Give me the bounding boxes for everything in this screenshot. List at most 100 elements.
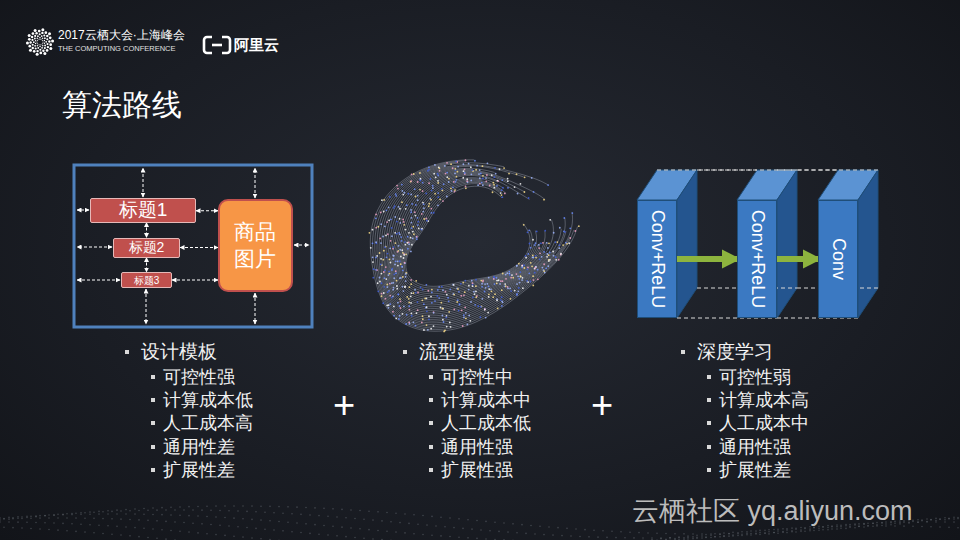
manifold-dot [388, 219, 390, 221]
manifold-dot [404, 244, 406, 246]
wave-dot [642, 537, 644, 539]
wave-dot [102, 511, 104, 513]
manifold-dot [501, 305, 503, 307]
manifold-dot [482, 165, 484, 167]
wave-dot [773, 532, 775, 534]
manifold-dot [468, 163, 470, 165]
manifold-dot [396, 280, 398, 282]
wave-dot [368, 529, 370, 531]
wave-dot [494, 521, 496, 523]
manifold-dot [453, 181, 455, 183]
wave-dot [813, 527, 815, 529]
method-property: 人工成本中 [719, 414, 809, 432]
manifold-dot [558, 244, 560, 246]
manifold-dot [527, 281, 529, 283]
wave-dot [98, 513, 100, 515]
manifold-dot [419, 172, 421, 174]
manifold-dot [410, 296, 412, 298]
manifold-dot [409, 323, 411, 325]
manifold-dot [392, 255, 394, 257]
manifold-dot [428, 182, 430, 184]
manifold-dot [410, 251, 412, 253]
manifold-dot [426, 310, 428, 312]
manifold-dot [469, 320, 471, 322]
manifold-dot [464, 172, 466, 174]
manifold-dot [447, 297, 449, 299]
logo-dot [36, 53, 39, 56]
manifold-dot [431, 302, 433, 304]
manifold-dot [487, 312, 489, 314]
manifold-dot [402, 290, 404, 292]
manifold-dot [418, 228, 420, 230]
wave-dot [341, 526, 343, 528]
manifold-dot [485, 177, 487, 179]
wave-dot [125, 526, 127, 528]
wave-dot [210, 510, 212, 512]
manifold-dot [485, 181, 487, 183]
manifold-dot [501, 179, 503, 181]
wave-dot [39, 528, 41, 530]
wave-dot [489, 530, 491, 532]
wave-dot [35, 516, 37, 518]
wave-dot [269, 520, 271, 522]
manifold-dot [432, 185, 434, 187]
manifold-dot [491, 174, 493, 176]
manifold-dot [543, 251, 545, 253]
method-property: 计算成本中 [441, 391, 531, 409]
manifold-dot [494, 167, 496, 169]
manifold-dot [383, 211, 385, 213]
manifold-dot [406, 296, 408, 298]
manifold-dot [453, 309, 455, 311]
manifold-dot [463, 317, 465, 319]
spacing-arrow [146, 223, 147, 238]
wave-dot [242, 505, 244, 507]
wave-dot [552, 534, 554, 536]
logo-dot [26, 42, 29, 45]
manifold-dot [538, 244, 540, 246]
logo-dot [43, 34, 45, 36]
manifold-dot [393, 287, 395, 289]
manifold-dot [388, 207, 390, 209]
logo-dot [37, 35, 39, 37]
logo-dot [44, 45, 46, 47]
manifold-dot [475, 285, 477, 287]
wave-dot [215, 534, 217, 536]
logo-dot [33, 41, 35, 43]
wave-dot [755, 530, 757, 532]
wave-dot [705, 536, 707, 538]
manifold-dot [508, 173, 510, 175]
manifold-dot [529, 243, 531, 245]
manifold-dot [375, 256, 377, 258]
wave-dot [224, 535, 226, 537]
manifold-dot [372, 277, 374, 279]
wave-dot [404, 513, 406, 515]
manifold-dot [448, 181, 450, 183]
manifold-dot [555, 241, 557, 243]
manifold-strand [370, 160, 577, 331]
wave-dot [395, 531, 397, 533]
manifold-dot [477, 184, 479, 186]
manifold-dot [422, 202, 424, 204]
manifold-dot [391, 227, 393, 229]
wave-dot [732, 532, 734, 534]
wave-dot [885, 525, 887, 527]
wave-dot [935, 518, 937, 520]
wave-dot [530, 525, 532, 527]
manifold-dot [375, 269, 377, 271]
manifold-dot [387, 253, 389, 255]
manifold-dot [441, 188, 443, 190]
wave-dot [768, 529, 770, 531]
manifold-dot [386, 221, 388, 223]
wave-dot [147, 520, 149, 522]
spacing-arrow [180, 247, 218, 248]
manifold-dot [403, 306, 405, 308]
manifold-dot [438, 297, 440, 299]
manifold-dot [547, 265, 549, 267]
manifold-illustration [369, 159, 580, 332]
manifold-dot [401, 184, 403, 186]
wave-dot [750, 533, 752, 535]
wave-dot [656, 532, 658, 534]
method-property: 通用性强 [719, 438, 791, 456]
manifold-dot [520, 275, 522, 277]
wave-dot [179, 531, 181, 533]
